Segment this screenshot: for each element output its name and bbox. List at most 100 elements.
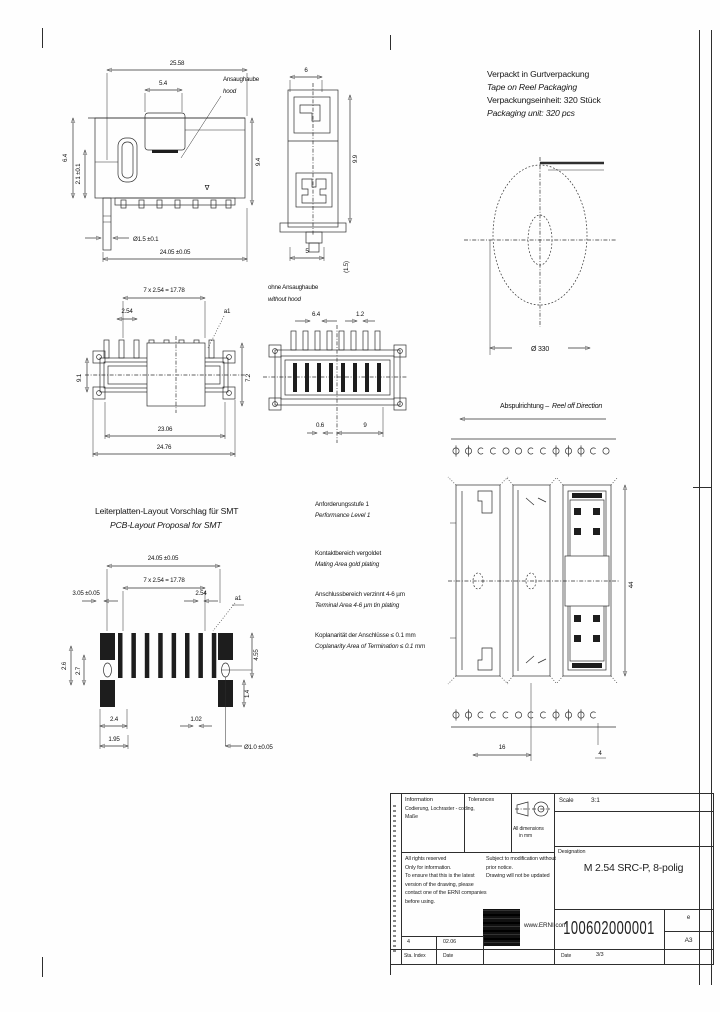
dim-pcb-14: 1.4 xyxy=(244,689,251,698)
frame-right-outer xyxy=(711,30,712,985)
dim-front-side: 9.9 xyxy=(352,154,359,163)
info-label: Information xyxy=(405,797,433,803)
bottom-right-value: 3/3 xyxy=(596,952,604,958)
dim-pcb-195: 1.95 xyxy=(108,736,120,743)
title-block: Information Codierung, Lochraster - codi… xyxy=(390,793,714,965)
alldims-line2: in mm xyxy=(519,833,533,839)
note-4-de: Koplanarität der Anschlüsse ≤ 0.1 mm xyxy=(315,632,416,639)
rights-line-5: contact one of the ERNI companies xyxy=(405,890,487,896)
projection-symbol-icon xyxy=(515,801,550,817)
dim-tape-pitch: 16 xyxy=(499,744,506,751)
dim-pcb-26: 2.6 xyxy=(61,661,68,670)
dim-side-span: 24.05 ±0.05 xyxy=(160,249,191,256)
dim-tape-hole: 4 xyxy=(598,750,602,757)
front-view-drawing: 6 9.9 5 (1.5) xyxy=(279,67,359,273)
designation-value: M 2.54 SRC-P, 8-polig xyxy=(583,862,684,874)
bottom-left-label-1: Sta. Index xyxy=(404,953,426,959)
dim-bottom-12: 1.2 xyxy=(356,311,365,318)
note-2-en: Mating Area gold plating xyxy=(315,561,380,568)
dim-top-pitch: 7 x 2.54 = 17.78 xyxy=(143,287,185,294)
dim-pcb-27: 2.7 xyxy=(75,666,82,675)
note-1-en: Performance Level 1 xyxy=(315,512,371,519)
hood-label-de: Ansaughaube xyxy=(223,76,260,83)
format-label: A3 xyxy=(684,937,693,944)
dim-pcb-254: 2.54 xyxy=(195,590,207,597)
side-view-drawing: 25.58 5.4 Ansaughaube hood 6.4 2.1 ±0.1 … xyxy=(62,60,262,262)
part-number: 100602000001 xyxy=(563,916,655,938)
dim-bottom-06: 0.6 xyxy=(316,422,325,429)
subject-line-2: prior notice. xyxy=(486,864,513,871)
packaging-line2-de: Verpackungseinheit: 320 Stück xyxy=(487,95,601,105)
dim-pcb-span: 24.05 ±0.05 xyxy=(148,555,179,562)
dim-side-pin: Ø1.5 ±0.1 xyxy=(133,236,159,243)
pcb-layout-drawing: 24.05 ±0.05 7 x 2.54 = 17.78 3.05 ±0.05 … xyxy=(61,555,274,751)
revision-letter: e xyxy=(686,915,691,921)
scale-label: Scale xyxy=(559,798,574,804)
rights-line-3: To ensure that this is the latest xyxy=(405,873,475,879)
bottom-left-label-2: Date xyxy=(443,953,454,959)
note-4-en: Coplanarity Area of Termination ≤ 0.1 mm xyxy=(315,643,426,650)
coding-line2: Maße xyxy=(405,814,418,820)
subject-line-1: Subject to modification without xyxy=(486,856,556,862)
index-date: 02.06 xyxy=(443,939,456,945)
fold-mark-left-bottom xyxy=(42,957,43,977)
dim-front-bottom: 5 xyxy=(305,248,309,255)
dim-side-h3: 9.4 xyxy=(255,157,262,166)
coding-line1: Codierung, Lochraster - coding, xyxy=(405,806,475,812)
dim-side-h2: 2.1 ±0.1 xyxy=(75,163,82,184)
erni-logo xyxy=(483,909,520,946)
dim-pcb-pitch: 7 x 2.54 = 17.78 xyxy=(143,577,185,584)
rights-line-6: before using. xyxy=(405,898,435,905)
label-top-a1: a1 xyxy=(224,308,231,315)
pcb-title-en: PCB-Layout Proposal for SMT xyxy=(110,520,222,530)
packaging-line1-de: Verpackt in Gurtverpackung xyxy=(487,69,590,79)
subject-line-3: Drawing will not be updated xyxy=(486,873,550,879)
note-3-en: Terminal Area 4-6 µm tin plating xyxy=(315,602,400,609)
note-3-de: Anschlussbereich verzinnt 4-6 µm xyxy=(315,591,405,598)
dim-front-note: (1.5) xyxy=(343,261,350,273)
dim-pcb-102: 1.02 xyxy=(190,716,202,723)
note-1-de: Anforderungsstufe 1 xyxy=(315,501,369,508)
fold-mark-right-mid xyxy=(693,487,711,488)
fold-mark-bottom-center xyxy=(390,960,391,975)
dim-top-2476: 24.76 xyxy=(157,444,172,451)
dim-bottom-9: 9 xyxy=(363,422,367,429)
bottom-right-label: Date xyxy=(561,953,572,959)
dim-top-91: 9.1 xyxy=(76,373,83,382)
bottom-view-drawing: ohne Ansaughaube without hood 6.4 1.2 0.… xyxy=(263,284,407,443)
index-value: 4 xyxy=(407,939,410,945)
packaging-line2-en: Packaging unit: 320 pcs xyxy=(487,108,575,118)
fold-mark-left-top xyxy=(42,28,43,48)
bottom-view-title-en: without hood xyxy=(268,296,301,303)
label-pcb-a1: a1 xyxy=(235,595,242,602)
note-2-de: Kontaktbereich vergoldet xyxy=(315,550,382,557)
dim-bottom-64: 6.4 xyxy=(312,311,321,318)
bottom-view-title-de: ohne Ansaughaube xyxy=(268,284,319,291)
reel-off-title-en: Reel off Direction xyxy=(552,403,602,410)
dim-top-2306: 23.06 xyxy=(158,426,173,433)
dim-top-254: 2.54 xyxy=(121,308,133,315)
title-block-side-note xyxy=(393,802,396,952)
dim-top-72: 7.2 xyxy=(245,373,252,382)
reel-drawing: Ø 330 xyxy=(464,157,617,355)
dim-side-h1: 6.4 xyxy=(62,153,69,162)
hood-label-en: hood xyxy=(223,88,237,95)
fold-mark-top-center xyxy=(390,35,391,50)
dim-pcb-24: 2.4 xyxy=(110,716,119,723)
dim-front-top: 6 xyxy=(304,67,308,74)
dim-side-width: 25.58 xyxy=(170,60,185,67)
reel-off-title-de: Abspulrichtung – xyxy=(500,403,549,410)
alldims-line1: All dimensions xyxy=(513,826,544,832)
rights-line-2: Only for information. xyxy=(405,864,452,871)
designation-label: Designation xyxy=(558,849,586,855)
surface-finish-symbol: ∇ xyxy=(204,184,210,192)
top-view-drawing: 7 x 2.54 = 17.78 2.54 a1 23.06 24.76 7.2… xyxy=(76,287,252,457)
frame-right-inner xyxy=(699,30,700,985)
dim-reel-diameter: Ø 330 xyxy=(531,346,549,353)
dim-pcb-305: 3.05 ±0.05 xyxy=(72,590,100,597)
tolerances-label: Tolerances xyxy=(468,797,495,803)
pcb-title-de: Leiterplatten-Layout Vorschlag für SMT xyxy=(95,506,239,516)
dim-pcb-hole: Ø1.0 ±0.05 xyxy=(244,744,273,751)
website: www.ERNI.com xyxy=(524,922,568,929)
